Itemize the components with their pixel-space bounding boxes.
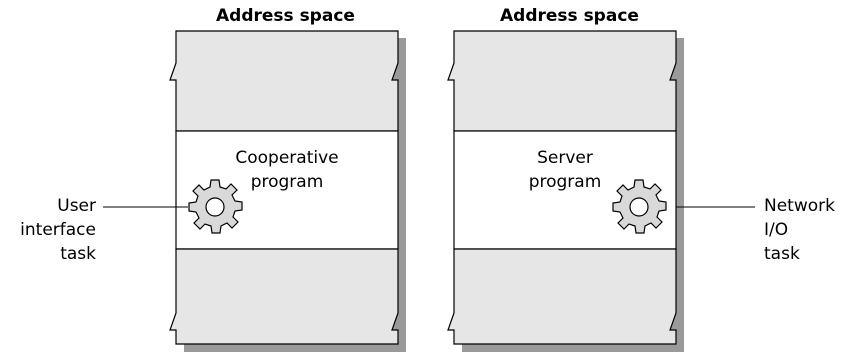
right-address-space-heading: Address space: [500, 6, 639, 26]
right-upper-region: [447, 30, 677, 132]
gear-icon: [188, 179, 243, 234]
right-address-space: [447, 30, 755, 352]
left-address-space: [103, 30, 406, 352]
server-program-label: Server program: [528, 148, 602, 192]
user-interface-task-label: User interface task: [20, 196, 96, 264]
right-lower-region: [447, 248, 677, 345]
cooperative-program-label: Cooperative program: [235, 148, 339, 192]
left-upper-region: [169, 30, 399, 132]
gear-icon: [612, 179, 667, 234]
network-io-task-label: Network I/O task: [764, 196, 835, 264]
left-address-space-heading: Address space: [216, 6, 355, 26]
left-lower-region: [169, 248, 399, 345]
